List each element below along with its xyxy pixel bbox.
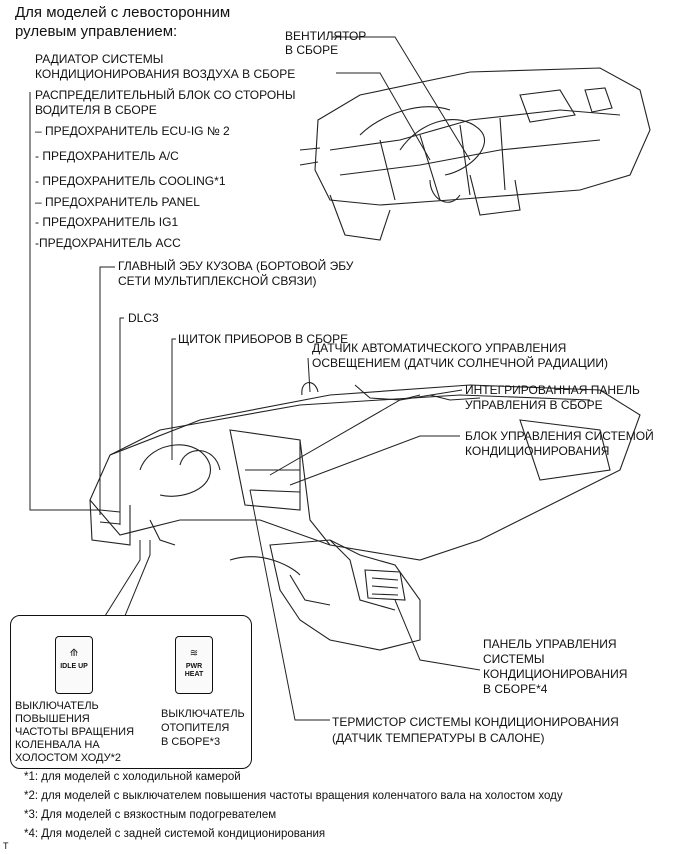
footnote-4: *4: Для моделей с задней системой кондиц… <box>24 828 326 840</box>
upper-dashboard-drawing <box>299 67 651 241</box>
label-thermistor-1: ТЕРМИСТОР СИСТЕМЫ КОНДИЦИОНИРОВАНИЯ <box>332 715 619 729</box>
pwr-heat-switch: ≋ PWR HEAT <box>175 636 213 694</box>
fuse-ac: - ПРЕДОХРАНИТЕЛЬ A/C <box>35 149 179 163</box>
label-integration-panel-2: УПРАВЛЕНИЯ В СБОРЕ <box>465 398 603 412</box>
label-solar-sensor-1: ДАТЧИК АВТОМАТИЧЕСКОГО УПРАВЛЕНИЯ <box>312 341 567 355</box>
label-combination-meter: ЩИТОК ПРИБОРОВ В СБОРЕ <box>178 332 349 346</box>
page-title-line-2: рулевым управлением: <box>15 23 178 40</box>
fuse-ecu-ig2: – ПРЕДОХРАНИТЕЛЬ ECU-IG № 2 <box>35 124 230 138</box>
page-title-line-1: Для моделей с левосторонним <box>15 4 231 21</box>
label-rear-panel-2: СИСТЕМЫ <box>483 652 545 666</box>
fuse-ig1: - ПРЕДОХРАНИТЕЛЬ IG1 <box>35 215 179 229</box>
label-integration-panel-1: ИНТЕГРИРОВАННАЯ ПАНЕЛЬ <box>465 383 640 397</box>
label-ac-control-1: БЛОК УПРАВЛЕНИЯ СИСТЕМОЙ <box>465 429 654 443</box>
fuse-acc: -ПРЕДОХРАНИТЕЛЬ ACC <box>35 236 181 250</box>
pwr-heat-symbol-icon: ≋ <box>189 648 199 659</box>
label-body-ecu-2: СЕТИ МУЛЬТИПЛЕКСНОЙ СВЯЗИ) <box>118 274 317 288</box>
label-dlc3: DLC3 <box>128 311 159 325</box>
switch-inset-box: ⟰ IDLE UP ≋ PWR HEAT ВЫКЛЮЧАТЕЛЬ ПОВЫШЕН… <box>10 615 252 769</box>
idle-caption-4: КОЛЕНВАЛА НА <box>15 739 100 751</box>
heater-caption-2: ОТОПИТЕЛЯ <box>161 722 230 734</box>
idle-up-switch: ⟰ IDLE UP <box>55 636 93 694</box>
fuse-panel: – ПРЕДОХРАНИТЕЛЬ PANEL <box>35 195 200 209</box>
heater-caption-3: В СБОРЕ*3 <box>161 736 221 748</box>
label-rear-panel-1: ПАНЕЛЬ УПРАВЛЕНИЯ <box>483 637 617 651</box>
idle-caption-2: ПОВЫШЕНИЯ <box>15 713 90 725</box>
label-junction-block-1: РАСПРЕДЕЛИТЕЛЬНЫЙ БЛОК СО СТОРОНЫ <box>35 88 296 102</box>
label-ac-control-2: КОНДИЦИОНИРОВАНИЯ <box>465 444 610 458</box>
main-dashboard-drawing <box>89 382 641 561</box>
label-fan-2: В СБОРЕ <box>285 43 339 57</box>
corner-mark: T <box>3 841 9 851</box>
label-junction-block-2: ВОДИТЕЛЯ В СБОРЕ <box>35 103 157 117</box>
label-solar-sensor-2: ОСВЕЩЕНИЕМ (ДАТЧИК СОЛНЕЧНОЙ РАДИАЦИИ) <box>312 356 608 370</box>
label-thermistor-2: (ДАТЧИК ТЕМПЕРАТУРЫ В САЛОНЕ) <box>332 731 545 745</box>
leader-lines <box>29 36 481 721</box>
fuse-cooling: - ПРЕДОХРАНИТЕЛЬ COOLING*1 <box>35 174 226 188</box>
label-body-ecu-1: ГЛАВНЫЙ ЭБУ КУЗОВА (БОРТОВОЙ ЭБУ <box>118 259 354 273</box>
footnote-3: *3: Для моделей с вязкостным подогревате… <box>24 809 277 821</box>
heater-caption-1: ВЫКЛЮЧАТЕЛЬ <box>161 708 245 720</box>
label-rear-panel-4: В СБОРЕ*4 <box>483 682 548 696</box>
label-radiator-1: РАДИАТОР СИСТЕМЫ <box>35 52 164 66</box>
idle-caption-3: ЧАСТОТЫ ВРАЩЕНИЯ <box>15 726 135 738</box>
footnote-2: *2: для моделей с выключателем повышения… <box>24 790 563 802</box>
label-radiator-2: КОНДИЦИОНИРОВАНИЯ ВОЗДУХА В СБОРЕ <box>35 67 296 81</box>
idle-up-switch-legend: IDLE UP <box>60 663 88 670</box>
center-console-drawing <box>229 539 421 651</box>
footnote-1: *1: для моделей с холодильной камерой <box>24 771 241 783</box>
label-fan-1: ВЕНТИЛЯТОР <box>285 29 367 43</box>
pwr-heat-switch-legend: PWR HEAT <box>184 663 204 678</box>
label-rear-panel-3: КОНДИЦИОНИРОВАНИЯ <box>483 667 628 681</box>
idle-caption-5: ХОЛОСТОМ ХОДУ*2 <box>15 752 122 764</box>
idle-up-symbol-icon: ⟰ <box>69 648 79 659</box>
idle-caption-1: ВЫКЛЮЧАТЕЛЬ <box>15 700 99 712</box>
